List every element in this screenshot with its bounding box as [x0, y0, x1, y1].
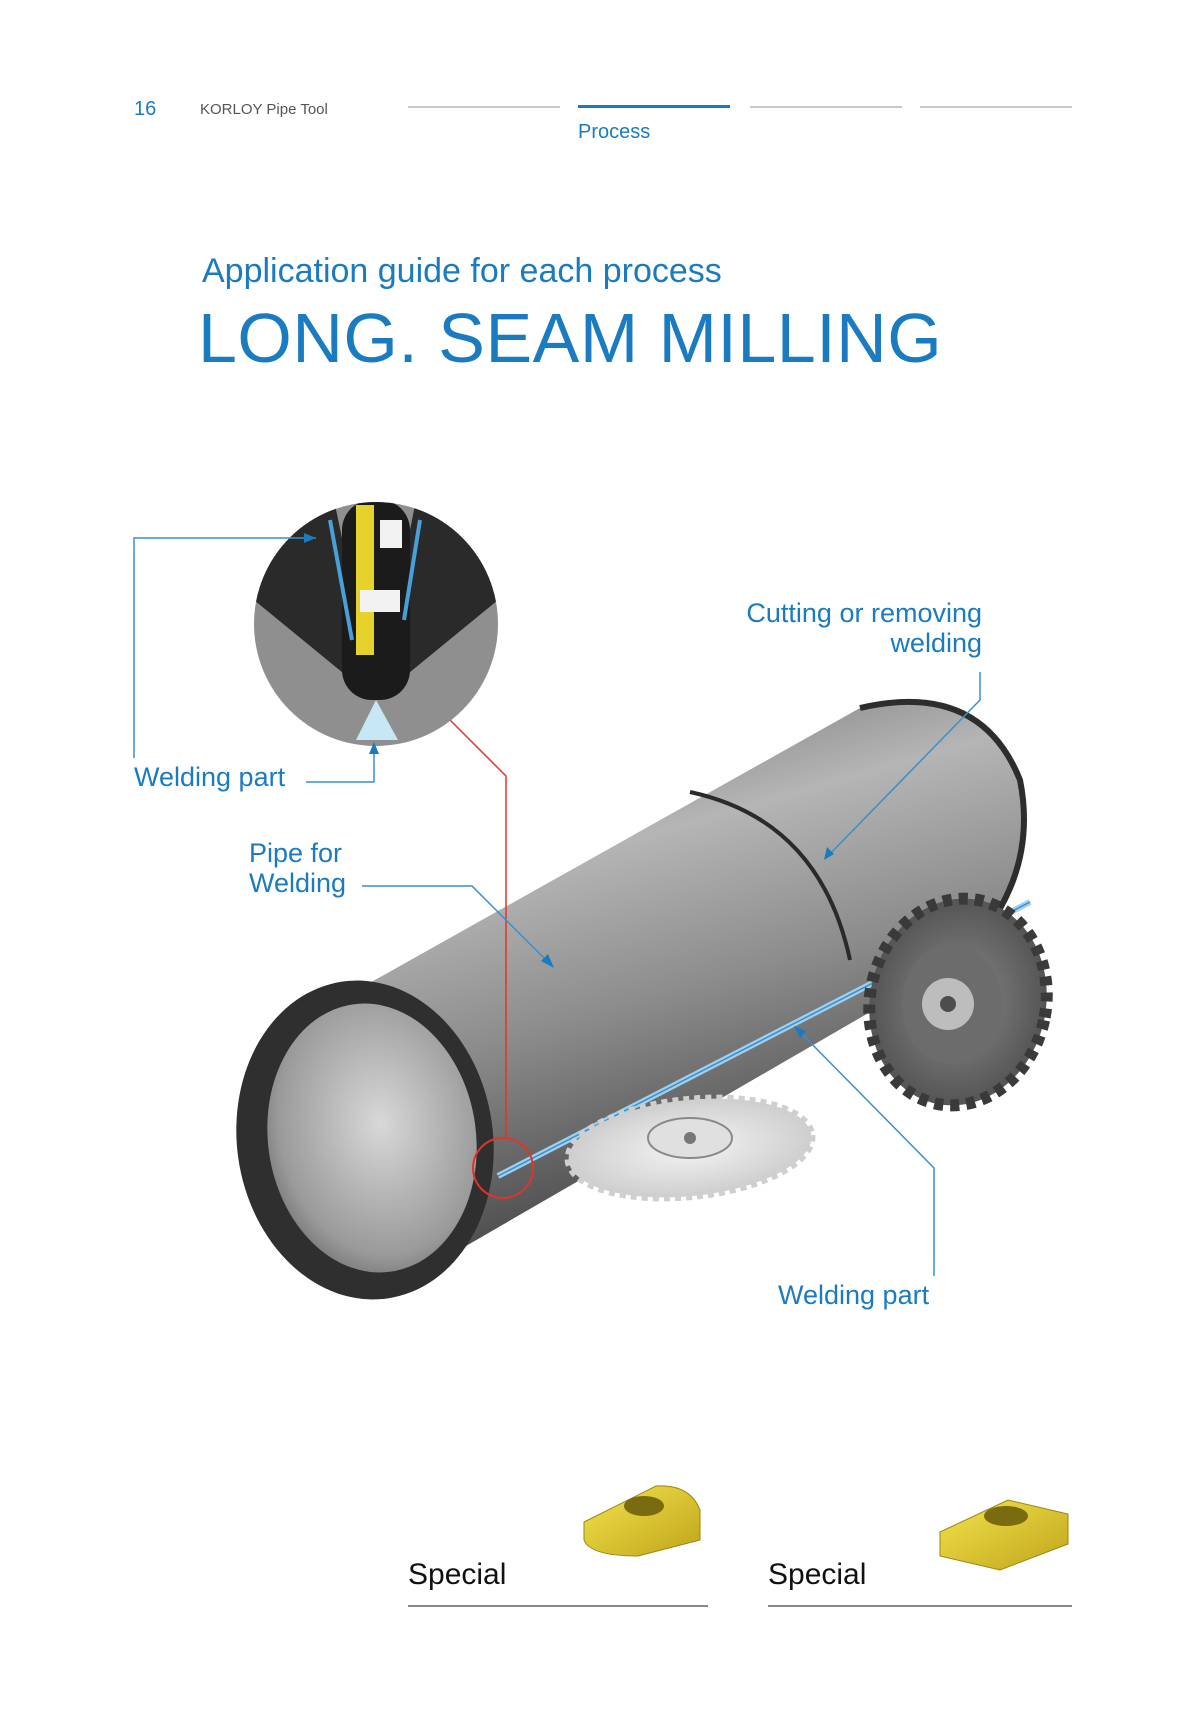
brand-label: KORLOY Pipe Tool [200, 101, 328, 118]
callout-cutting-line1: Cutting or removing [746, 598, 982, 628]
leader-welding-bottom [795, 1027, 935, 1276]
tab-line-process[interactable] [578, 105, 730, 108]
insert-icon-2 [939, 1499, 1069, 1571]
arrow-zoom-top [304, 533, 316, 543]
tab-line-3 [750, 106, 902, 108]
insert-underline-1 [408, 1605, 708, 1607]
page-number: 16 [134, 98, 157, 120]
arrow-welding-top [369, 742, 379, 754]
callout-pipe-line2: Welding [249, 868, 347, 898]
leader-pipe [362, 885, 553, 967]
callout-cutting-line2: welding [890, 628, 982, 658]
insert-label-1: Special [408, 1558, 507, 1591]
seam-highlight-circle [472, 1137, 534, 1199]
page-title: LONG. SEAM MILLING [198, 299, 943, 377]
upright-cutter [863, 892, 1053, 1112]
arrow-cutting [824, 847, 834, 860]
callout-welding-part-top: Welding part [134, 762, 286, 792]
leader-welding-top [306, 744, 375, 783]
callout-pipe-line1: Pipe for [249, 838, 343, 868]
arrow-pipe [541, 954, 554, 968]
pipe [236, 698, 1032, 1300]
highlight-leader [449, 719, 507, 1138]
leader-cutting [825, 672, 981, 859]
tab-line-1 [408, 106, 560, 108]
arrow-welding-bottom [794, 1026, 806, 1038]
insert-underline-2 [768, 1605, 1072, 1607]
leader-zoom-top [133, 537, 316, 758]
zoom-detail [254, 502, 498, 746]
tab-line-4 [920, 106, 1072, 108]
lower-cutter [564, 1094, 816, 1202]
tab-process-label[interactable]: Process [578, 121, 651, 143]
callout-welding-part-bottom: Welding part [778, 1280, 930, 1310]
page-subtitle: Application guide for each process [202, 252, 722, 290]
insert-label-2: Special [768, 1558, 867, 1591]
insert-icon-1 [583, 1485, 701, 1557]
